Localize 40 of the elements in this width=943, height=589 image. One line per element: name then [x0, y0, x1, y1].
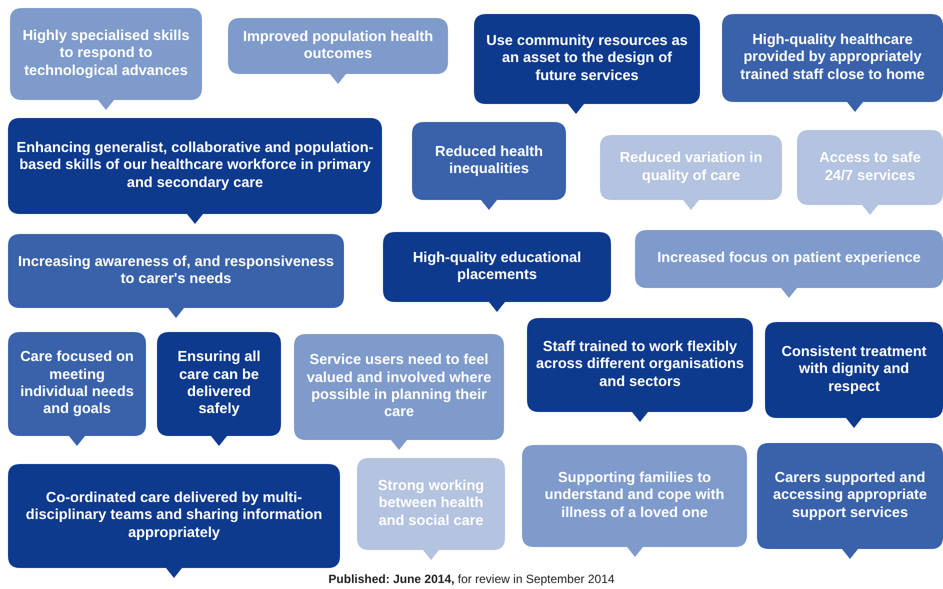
speech-bubble	[757, 443, 943, 559]
bubble-text: Service users need to feel valued and involved where possible in planning their care	[306, 352, 492, 422]
speech-bubble	[294, 334, 504, 450]
bubble-text: Increasing awareness of, and responsiveness to carer's needs	[17, 254, 335, 288]
bubble-text: Use community resources as an asset to the design of future services	[485, 32, 689, 86]
speech-bubble	[228, 18, 448, 84]
bubble-text: Enhancing generalist, collaborative and population-based skills of our healthcare workforce in primary and secondary care	[16, 140, 374, 192]
speech-bubble	[765, 322, 943, 428]
bubble-text: Staff trained to work flexibly across different organisations and sectors	[535, 338, 745, 392]
bubble-text: Increased focus on patient experience	[656, 250, 922, 268]
speech-bubble	[722, 14, 943, 112]
speech-bubble	[600, 135, 782, 210]
speech-bubble	[8, 118, 382, 224]
speech-bubble	[797, 130, 943, 215]
bubble-text: Ensuring all care can be delivered safely	[176, 349, 262, 419]
speech-bubble	[157, 332, 281, 446]
speech-bubble	[522, 445, 747, 557]
speech-bubble	[8, 332, 146, 446]
bubble-text: Reduced variation in quality of care	[618, 150, 764, 185]
speech-bubble	[357, 458, 505, 560]
bubble-text: Highly specialised skills to respond to technological advances	[22, 28, 190, 80]
bubble-text: Co-ordinated care delivered by multi-disciplinary teams and sharing information appropriately	[24, 490, 324, 542]
caption: Published: June 2014, for review in September 2014	[328, 572, 615, 586]
bubble-text: Improved population health outcomes	[242, 28, 434, 64]
speech-bubble	[527, 318, 753, 422]
speech-bubble	[10, 8, 202, 110]
bubble-text: Access to safe 24/7 services	[818, 150, 922, 185]
bubble-text: Reduced health inequalities	[434, 144, 544, 178]
bubble-text: Carers supported and accessing appropriate support services	[772, 470, 928, 522]
speech-bubble	[383, 232, 611, 312]
bubble-text: Consistent treatment with dignity and respect	[780, 344, 928, 396]
bubble-text: Care focused on meeting individual needs and goals	[19, 349, 135, 419]
speech-bubble	[474, 14, 700, 114]
bubble-text: Supporting families to understand and cope with illness of a loved one	[544, 470, 726, 522]
bubble-text: High-quality healthcare provided by appropriately trained staff close to home	[739, 32, 926, 84]
bubble-text: Strong working between health and social care	[376, 478, 486, 530]
speech-bubble	[412, 122, 566, 210]
speech-bubble	[635, 230, 943, 298]
bubble-text: High-quality educational placements	[412, 250, 582, 284]
speech-bubble	[8, 234, 344, 318]
